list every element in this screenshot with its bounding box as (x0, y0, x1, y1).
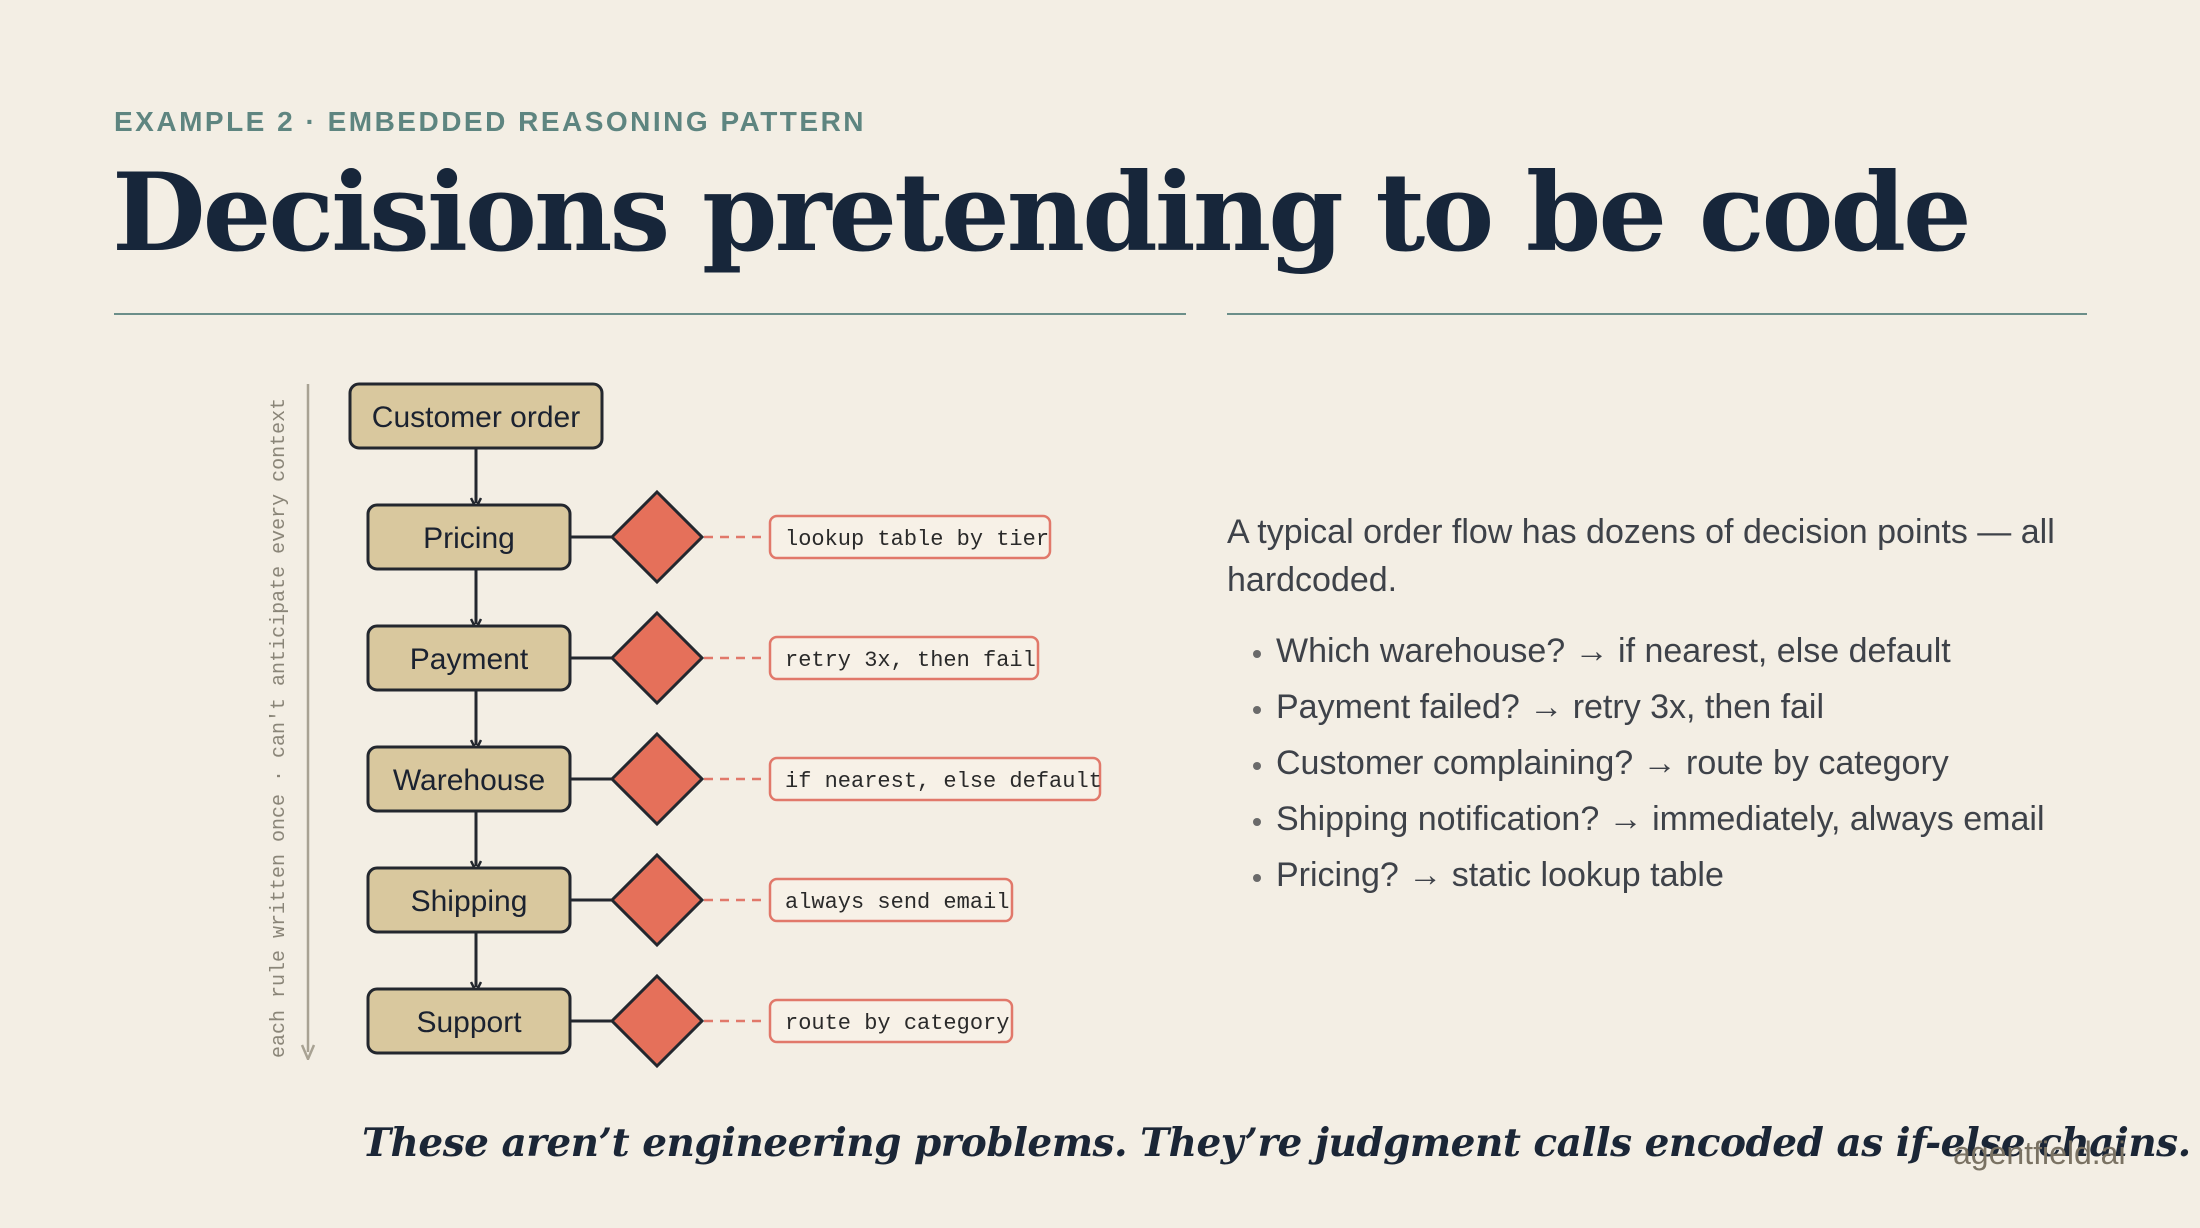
list-item: Shipping notification? → immediately, al… (1276, 791, 2156, 847)
rule-box (768, 635, 1040, 681)
node-customer-order: Customer order (348, 382, 604, 450)
list-item: Customer complaining? → route by categor… (1276, 735, 2156, 791)
step-label: Payment (410, 643, 529, 676)
rule-text: route by category (785, 1011, 1009, 1036)
decision-diamond (609, 852, 705, 948)
step-label: Shipping (411, 885, 528, 918)
order-flow-diagram: each rule written once · can't anticipat… (268, 382, 1102, 1069)
page-title: Decisions pretending to be code (112, 150, 1972, 276)
side-label: each rule written once · can't anticipat… (268, 398, 291, 1058)
decision-diamond (609, 489, 705, 585)
rule-box (768, 877, 1014, 923)
node-label: Customer order (372, 401, 580, 434)
rule-box (768, 998, 1014, 1044)
rule-box (768, 514, 1052, 560)
footer-tagline: These aren’t engineering problems. They’… (362, 1120, 2191, 1166)
decision-diamond (609, 731, 705, 827)
rule-text: lookup table by tier (785, 527, 1049, 552)
decision-diamond (609, 973, 705, 1069)
rule-text: always send email (785, 890, 1009, 915)
decision-points-list: Which warehouse? → if nearest, else defa… (1240, 623, 2156, 903)
rule-text: if nearest, else default (785, 769, 1102, 794)
decision-diamond (609, 610, 705, 706)
divider-right (1227, 313, 2087, 315)
step-label: Pricing (423, 522, 515, 555)
step-shipping: Shipping always send email (366, 852, 1014, 948)
step-label: Warehouse (393, 764, 545, 797)
step-warehouse: Warehouse if nearest, else default (366, 731, 1102, 827)
divider-left (114, 313, 1186, 315)
list-item: Pricing? → static lookup table (1276, 847, 2156, 903)
brand-link[interactable]: agentfield.ai (1953, 1135, 2126, 1171)
rule-box (768, 756, 1102, 802)
list-item: Which warehouse? → if nearest, else defa… (1276, 623, 2156, 679)
eyebrow-label: EXAMPLE 2 · EMBEDDED REASONING PATTERN (114, 106, 867, 137)
rule-text: retry 3x, then fail (785, 648, 1036, 673)
step-support: Support route by category (366, 973, 1014, 1069)
step-label: Support (416, 1006, 522, 1039)
step-payment: Payment retry 3x, then fail (366, 610, 1040, 706)
list-item: Payment failed? → retry 3x, then fail (1276, 679, 2156, 735)
flow-description: A typical order flow has dozens of decis… (1227, 513, 2055, 599)
step-pricing: Pricing lookup table by tier (366, 489, 1052, 585)
